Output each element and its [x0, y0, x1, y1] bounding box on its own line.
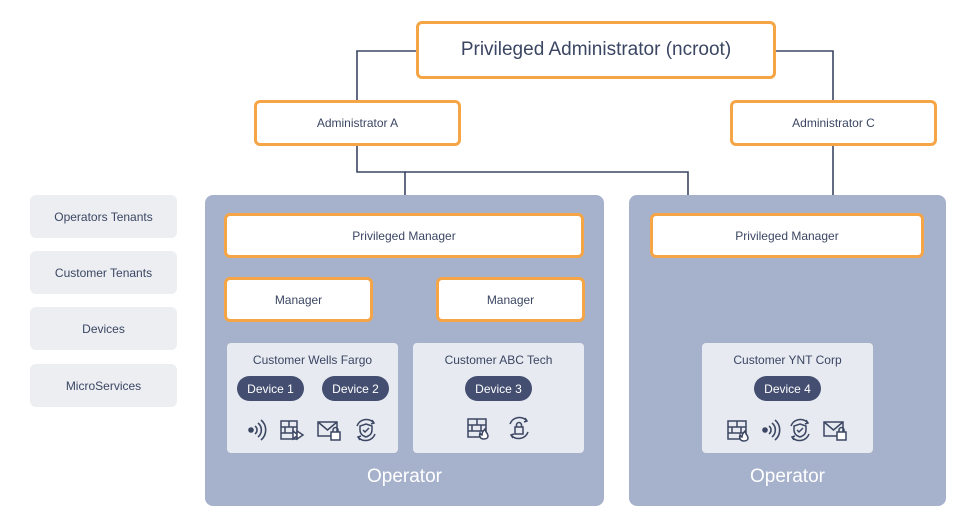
- device-label: Device 1: [247, 381, 294, 396]
- customer-ynt-corp-card: Customer YNT Corp Device 4: [702, 343, 873, 453]
- mail-lock-icon: [316, 417, 342, 443]
- administrator-c-label: Administrator C: [792, 116, 875, 130]
- privileged-manager-label: Privileged Manager: [352, 228, 456, 243]
- privileged-manager-label: Privileged Manager: [735, 228, 839, 243]
- privileged-manager-box-2: Privileged Manager: [650, 213, 924, 258]
- device-4-pill[interactable]: Device 4: [754, 376, 821, 401]
- customer-name: Customer ABC Tech: [444, 353, 553, 367]
- legend-microservices: MicroServices: [30, 364, 177, 407]
- manager-label: Manager: [486, 292, 535, 307]
- customer-abc-tech-card: Customer ABC Tech Device 3: [413, 343, 584, 453]
- legend-operators-tenants: Operators Tenants: [30, 195, 177, 238]
- administrator-a-label: Administrator A: [316, 116, 399, 130]
- privileged-manager-box-1: Privileged Manager: [224, 213, 584, 258]
- device-label: Device 3: [475, 381, 522, 396]
- firewall-fire-icon: [726, 417, 752, 443]
- operator-label: Operator: [750, 466, 825, 487]
- customer-name: Customer YNT Corp: [733, 353, 842, 367]
- manager-box-2: Manager: [436, 277, 585, 322]
- legend-label: Devices: [82, 321, 125, 336]
- device-1-pill[interactable]: Device 1: [237, 376, 304, 401]
- mail-lock-icon: [822, 417, 848, 443]
- administrator-a-box: Administrator A: [254, 100, 461, 146]
- shield-sync-icon: [353, 417, 379, 443]
- shield-sync-icon: [787, 417, 813, 443]
- device-label: Device 4: [764, 381, 811, 396]
- firewall-forward-icon: [279, 417, 305, 443]
- sync-lock-icon: [506, 415, 532, 441]
- privileged-administrator-label: Privileged Administrator (ncroot): [460, 39, 732, 60]
- legend-customer-tenants: Customer Tenants: [30, 251, 177, 294]
- device-label: Device 2: [332, 381, 379, 396]
- administrator-c-box: Administrator C: [730, 100, 937, 146]
- legend-devices: Devices: [30, 307, 177, 350]
- firewall-fire-icon: [466, 415, 492, 441]
- legend-label: Operators Tenants: [54, 209, 153, 224]
- device-3-pill[interactable]: Device 3: [465, 376, 532, 401]
- manager-label: Manager: [274, 292, 323, 307]
- legend-label: MicroServices: [65, 378, 142, 393]
- operator-label: Operator: [367, 466, 442, 487]
- customer-name: Customer Wells Fargo: [252, 353, 373, 367]
- customer-wells-fargo-card: Customer Wells Fargo Device 1 Device 2: [227, 343, 398, 453]
- wireless-icon: [758, 417, 784, 443]
- manager-box-1: Manager: [224, 277, 373, 322]
- wireless-icon: [244, 417, 270, 443]
- device-2-pill[interactable]: Device 2: [322, 376, 389, 401]
- privileged-administrator-box: Privileged Administrator (ncroot): [416, 21, 776, 79]
- legend-label: Customer Tenants: [54, 265, 153, 280]
